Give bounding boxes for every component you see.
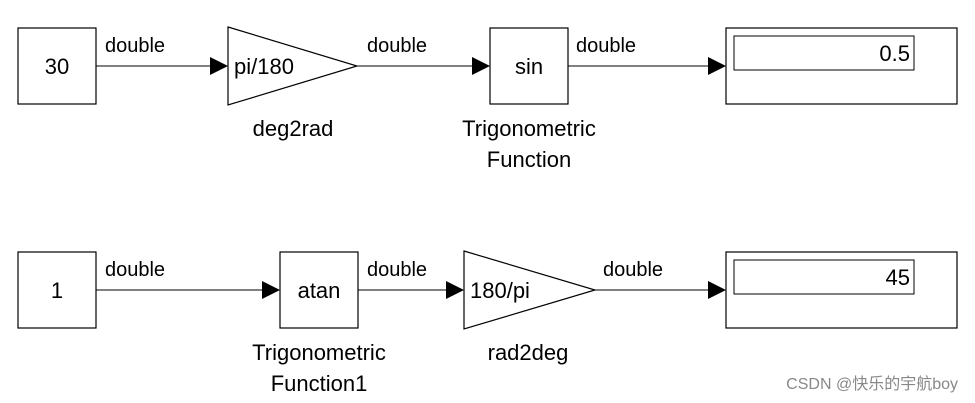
arrowhead [210,57,228,75]
gain-value-label: 180/pi [470,278,530,303]
trig-caption-line2: Function [487,147,571,172]
wire-atan-to-rad2deg [358,281,464,299]
gain-block-rad2deg[interactable]: 180/pi [463,250,598,330]
wire-rad2deg-to-display [595,281,726,299]
constant-block-30[interactable]: 30 [17,27,97,105]
signal-type-label: double [367,259,427,281]
trig-function-label: atan [298,278,341,303]
gain-value-label: pi/180 [234,54,294,79]
trig-block-sin[interactable]: sin [489,27,569,105]
trig-caption-line1: Trigonometric [462,116,596,141]
arrowhead [472,57,490,75]
constant-value-1: 1 [51,278,63,303]
trig-caption-line1: Trigonometric [252,340,386,365]
arrowhead [262,281,280,299]
arrowhead [708,281,726,299]
signal-type-label: double [105,35,165,57]
gain-block-deg2rad[interactable]: pi/180 [227,26,360,106]
display-value: 0.5 [879,41,910,66]
trig-block-atan[interactable]: atan [279,251,359,329]
arrowhead [708,57,726,75]
wire-const-to-deg2rad [96,57,228,75]
trig-function-label: sin [515,54,543,79]
wire-deg2rad-to-sin [357,57,490,75]
display-block-2[interactable]: 45 [725,251,958,329]
wire-sin-to-display [568,57,726,75]
trig-caption-line2: Function1 [271,371,368,396]
arrowhead [446,281,464,299]
constant-block-1[interactable]: 1 [17,251,97,329]
watermark: CSDN @快乐的宇航boy [786,375,958,393]
gain-caption-rad2deg: rad2deg [488,340,569,365]
constant-value-30: 30 [45,54,69,79]
signal-type-label: double [105,259,165,281]
wire-const-to-atan [96,281,280,299]
signal-type-label: double [576,35,636,57]
display-block-1[interactable]: 0.5 [725,27,958,105]
gain-caption-deg2rad: deg2rad [253,116,334,141]
display-value: 45 [886,265,910,290]
signal-type-label: double [603,259,663,281]
signal-type-label: double [367,35,427,57]
